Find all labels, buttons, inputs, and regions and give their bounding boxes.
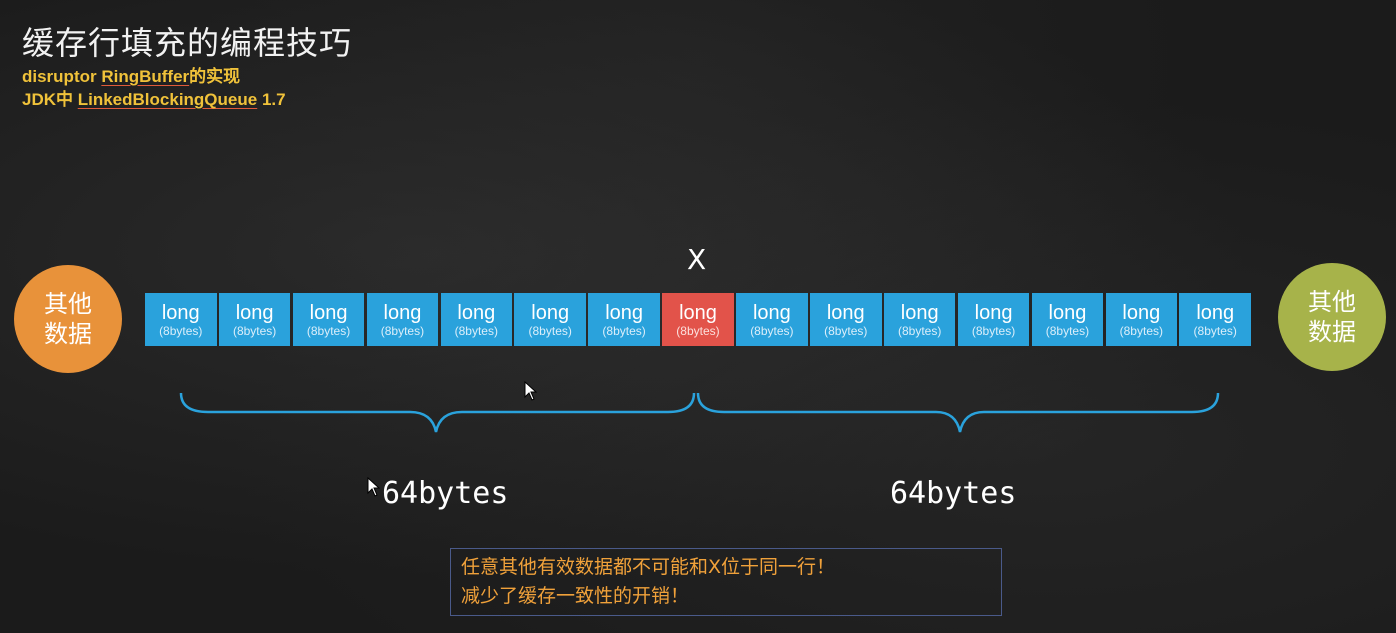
- ringbuffer-link[interactable]: RingBuffer: [101, 67, 190, 86]
- x-variable-label: X: [687, 243, 707, 276]
- cell-type-label: long: [235, 301, 274, 324]
- cell-size-label: (8bytes): [232, 323, 277, 338]
- mouse-cursor-icon: [367, 477, 381, 497]
- cell-size-label: (8bytes): [380, 323, 425, 338]
- long-cell: long(8bytes): [514, 293, 586, 346]
- long-cell: long(8bytes): [218, 293, 291, 346]
- left-64bytes-label: 64bytes: [382, 476, 509, 511]
- right-64bytes-label: 64bytes: [890, 476, 1017, 511]
- cell-size-label: (8bytes): [602, 323, 646, 338]
- circle-line1: 其他: [1308, 288, 1356, 316]
- subtitle-prefix: disruptor: [22, 67, 102, 86]
- long-cell: long(8bytes): [292, 293, 365, 346]
- cell-size-label: (8bytes): [676, 323, 720, 338]
- cell-size-label: (8bytes): [750, 323, 794, 338]
- circle-line1: 其他: [44, 290, 92, 318]
- linkedblockingqueue-link[interactable]: LinkedBlockingQueue: [77, 90, 258, 109]
- long-cell: long(8bytes): [1105, 293, 1178, 346]
- long-cell-x: long(8bytes): [662, 293, 734, 346]
- long-cell: long(8bytes): [810, 293, 882, 346]
- long-cell: long(8bytes): [883, 293, 956, 346]
- cell-type-label: long: [383, 301, 422, 324]
- cell-size-label: (8bytes): [971, 323, 1016, 338]
- cell-type-label: long: [605, 301, 643, 324]
- long-cell: long(8bytes): [957, 293, 1030, 346]
- cell-type-label: long: [309, 301, 348, 324]
- cell-type-label: long: [1048, 301, 1087, 324]
- slide-title: 缓存行填充的编程技巧: [22, 24, 353, 62]
- note-line2: 减少了缓存一致性的开销！: [461, 585, 690, 607]
- cell-type-label: long: [826, 301, 865, 324]
- note-line1: 任意其他有效数据都不可能和X位于同一行！: [461, 556, 836, 578]
- subtitle-suffix: 1.7: [257, 90, 286, 109]
- cell-size-label: (8bytes): [159, 323, 203, 338]
- cell-size-label: (8bytes): [306, 323, 351, 338]
- cell-size-label: (8bytes): [1193, 323, 1237, 338]
- left-brace: [179, 392, 696, 433]
- cell-type-label: long: [531, 301, 570, 324]
- subtitle-disruptor: disruptor RingBuffer的实现: [22, 62, 240, 87]
- long-cell: long(8bytes): [588, 293, 660, 346]
- cell-type-label: long: [679, 301, 717, 324]
- cell-type-label: long: [974, 301, 1013, 324]
- subtitle-jdk: JDK中 LinkedBlockingQueue 1.7: [22, 85, 286, 110]
- subtitle-suffix: 的实现: [189, 67, 241, 86]
- other-data-right: 其他 数据: [1278, 263, 1386, 371]
- circle-line2: 数据: [1308, 318, 1356, 346]
- long-cell: long(8bytes): [440, 293, 513, 346]
- cell-size-label: (8bytes): [454, 323, 498, 338]
- mouse-cursor-icon: [524, 381, 538, 401]
- cache-line-cells: long(8bytes)long(8bytes)long(8bytes)long…: [145, 293, 1251, 346]
- right-brace: [696, 392, 1220, 433]
- other-data-left: 其他 数据: [14, 265, 122, 373]
- cell-size-label: (8bytes): [897, 323, 942, 338]
- cell-type-label: long: [900, 301, 939, 324]
- long-cell: long(8bytes): [366, 293, 439, 346]
- long-cell: long(8bytes): [1031, 293, 1104, 346]
- long-cell: long(8bytes): [145, 293, 217, 346]
- cell-size-label: (8bytes): [824, 323, 868, 338]
- cell-type-label: long: [161, 301, 200, 324]
- subtitle-prefix: JDK中: [22, 90, 78, 109]
- long-cell: long(8bytes): [1179, 293, 1251, 346]
- cell-size-label: (8bytes): [528, 323, 572, 338]
- cell-type-label: long: [1196, 301, 1235, 324]
- cell-size-label: (8bytes): [1045, 323, 1090, 338]
- cell-type-label: long: [752, 301, 791, 324]
- cell-type-label: long: [1122, 301, 1161, 324]
- circle-line2: 数据: [44, 320, 92, 348]
- long-cell: long(8bytes): [736, 293, 808, 346]
- cell-size-label: (8bytes): [1119, 323, 1163, 338]
- cell-type-label: long: [457, 301, 496, 324]
- note-box: 任意其他有效数据都不可能和X位于同一行！ 减少了缓存一致性的开销！: [450, 548, 1002, 616]
